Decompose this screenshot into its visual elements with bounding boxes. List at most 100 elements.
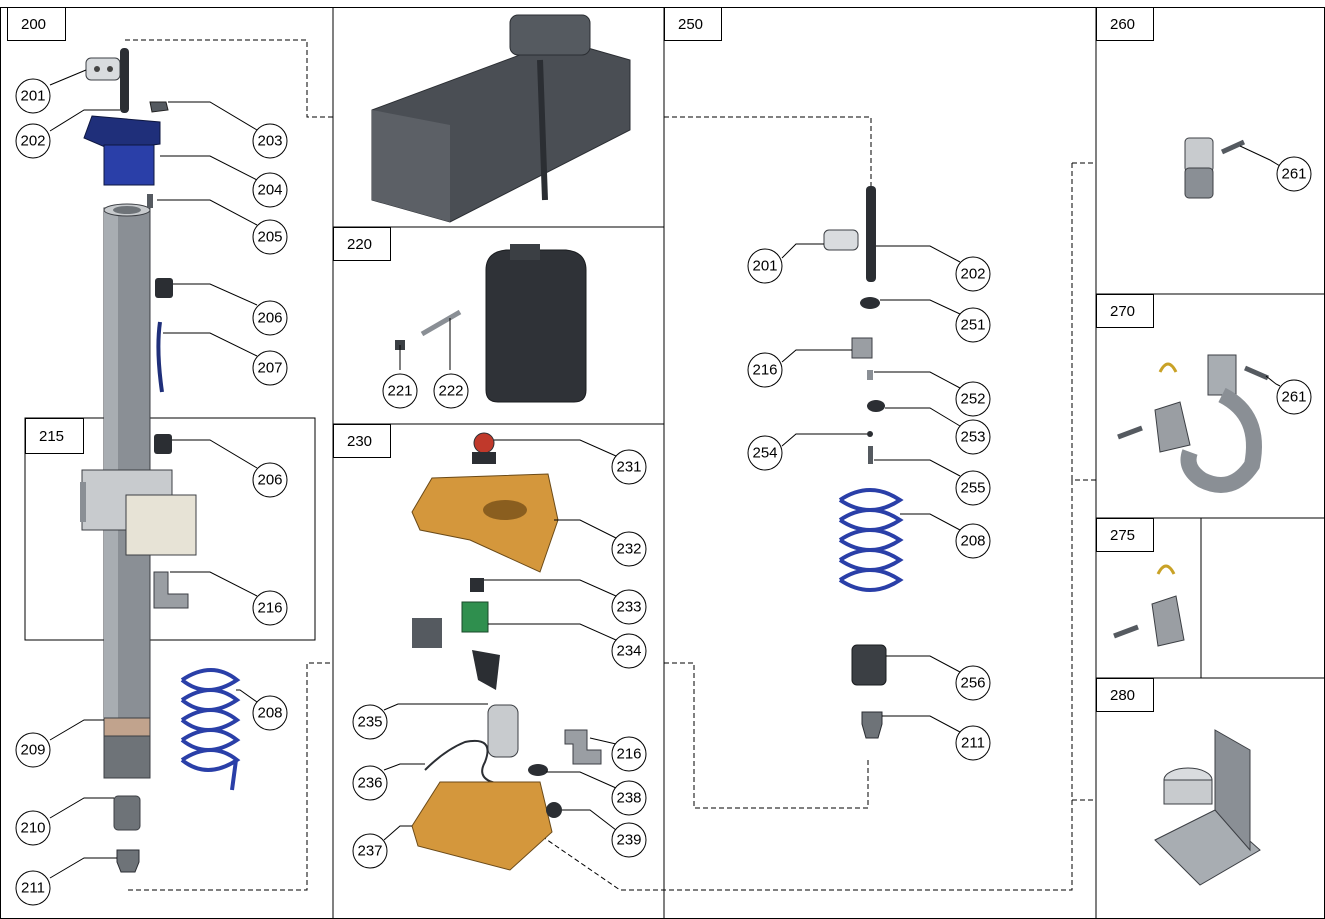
svg-text:261: 261 [1281,166,1306,183]
svg-text:216: 216 [752,362,777,379]
svg-text:206: 206 [257,310,282,327]
svg-text:202: 202 [960,266,985,283]
svg-text:236: 236 [357,775,382,792]
chain-202b [866,186,876,282]
callout-261: 261 [1276,156,1312,192]
svg-text:211: 211 [961,735,985,752]
callout-216: 216 [747,352,783,388]
motor-coupling-235 [487,704,519,758]
callout-202: 202 [15,123,51,159]
callout-208: 208 [955,523,991,559]
svg-text:232: 232 [616,541,641,558]
callout-203: 203 [252,123,288,159]
bolt-205 [147,194,153,208]
svg-text:210: 210 [20,820,45,837]
callout-234: 234 [611,633,647,669]
svg-text:231: 231 [616,459,641,476]
callout-237: 237 [352,833,388,869]
svg-text:239: 239 [616,832,641,849]
actuator-256 [851,644,887,686]
section-label-280: 280 [1096,678,1154,712]
callout-252: 252 [955,381,991,417]
svg-text:234: 234 [616,643,641,660]
coupling-211 [116,849,140,873]
callout-206: 206 [252,300,288,336]
callout-253: 253 [955,419,991,455]
bracket-204 [83,115,161,186]
svg-text:201: 201 [752,258,777,275]
mounting-bracket-280 [1154,729,1261,886]
svg-text:201: 201 [20,88,45,105]
collar-210 [113,795,141,831]
callout-261: 261 [1276,379,1312,415]
section-label-230: 230 [333,424,391,458]
gland-206 [155,278,173,298]
bracket-275 [1113,564,1185,647]
callout-206: 206 [252,462,288,498]
spiral-hose-208 [180,668,241,791]
svg-text:211: 211 [21,880,45,897]
svg-text:206: 206 [257,472,282,489]
svg-text:260: 260 [1110,16,1135,33]
callout-255: 255 [955,470,991,506]
callout-256: 256 [955,665,991,701]
leader-lines [49,69,1281,879]
callout-235: 235 [352,704,388,740]
elbow-fitting-216 [153,571,189,609]
svg-text:256: 256 [960,675,985,692]
svg-text:275: 275 [1110,527,1135,544]
callout-201: 201 [747,248,783,284]
nut-203 [149,101,169,113]
callout-251: 251 [955,307,991,343]
base-237 [411,781,553,871]
callout-239: 239 [611,822,647,858]
callout-216: 216 [611,736,647,772]
estop-231 [472,432,496,464]
callout-254: 254 [747,435,783,471]
svg-text:230: 230 [347,433,372,450]
spiral-hose-208b [838,488,904,592]
svg-text:221: 221 [387,383,412,400]
svg-text:250: 250 [678,16,703,33]
svg-text:233: 233 [616,599,641,616]
fuel-canister [485,244,587,403]
coupling-211b [861,711,883,739]
svg-text:216: 216 [257,600,282,617]
callout-209: 209 [15,732,51,768]
callout-236: 236 [352,765,388,801]
callout-207: 207 [252,350,288,386]
svg-text:216: 216 [616,746,641,763]
callout-210: 210 [15,810,51,846]
screw-255 [868,446,873,464]
ring-251 [860,297,880,309]
svg-text:261: 261 [1281,389,1306,406]
section-label-275: 275 [1096,518,1154,552]
section-label-250: 250 [664,7,722,41]
adapter-260 [1184,137,1246,199]
callout-208: 208 [252,695,288,731]
dashed-connectors [125,39,1096,891]
callout-231: 231 [611,449,647,485]
sensor-housing-201b [823,229,859,251]
wire-236 [424,740,501,785]
svg-text:255: 255 [960,480,985,497]
pin-222 [420,309,462,337]
section-label-260: 260 [1096,7,1154,41]
svg-text:235: 235 [357,714,382,731]
svg-text:280: 280 [1110,687,1135,704]
svg-text:215: 215 [39,428,64,445]
elbow-216c [851,337,873,359]
elbow-fitting-216b [564,729,602,765]
frame-lines [0,7,1325,919]
svg-text:203: 203 [257,133,282,150]
svg-text:252: 252 [960,391,985,408]
svg-text:238: 238 [616,790,641,807]
callout-233: 233 [611,589,647,625]
pin-252 [867,370,873,380]
ball-254 [867,431,873,437]
svg-text:208: 208 [960,533,985,550]
callout-232: 232 [611,531,647,567]
seal-238 [528,764,548,776]
callout-204: 204 [252,172,288,208]
svg-text:208: 208 [257,705,282,722]
